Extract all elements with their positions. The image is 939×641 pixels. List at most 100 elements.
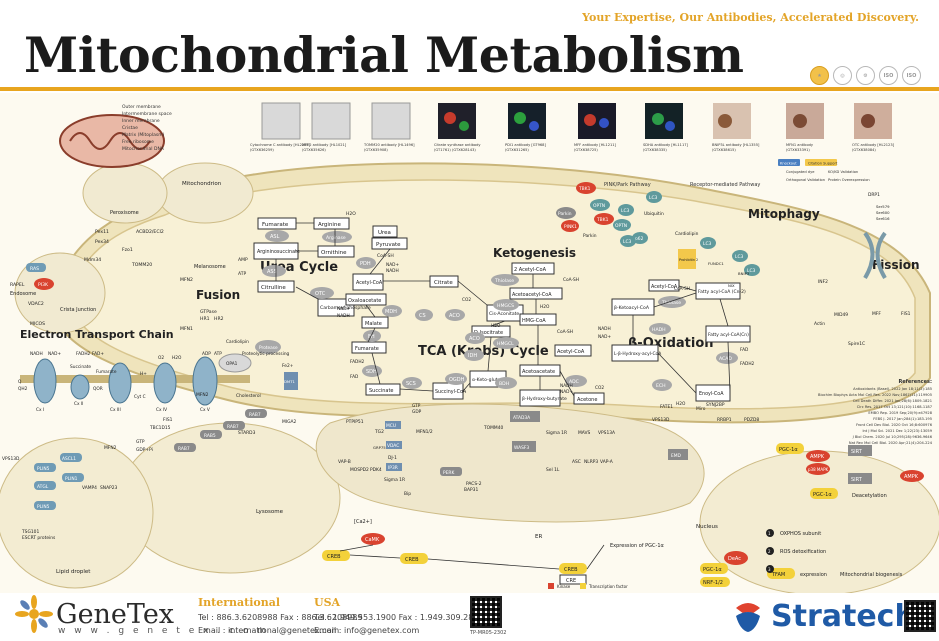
reference-item: Front Cell Dev Biol. 2020 Oct 16;8:60097…: [856, 423, 933, 427]
protein-ras: RAS: [30, 266, 39, 272]
etc-label: H2O: [172, 355, 182, 361]
beta-oxidation: Fatty acyl-CoA (Cn-2) Acetyl-CoA β-Ketoa…: [598, 279, 755, 407]
legend-mitochondrion: Mitochondrion: [182, 181, 222, 187]
reference-item: Biochim Biophys Acta Mol Cell Res. 2022 …: [818, 393, 932, 397]
antibody-thumb: MFF2 antibody [HL1021](GTX635626): [302, 102, 351, 152]
protein-label: MID49: [834, 312, 848, 318]
lysosome-shape: [119, 422, 341, 574]
protein-label: TOMM40: [483, 425, 504, 431]
urea-small: ATP: [238, 271, 246, 277]
complex-i: [33, 358, 57, 404]
protein-label: Cholesterol: [236, 393, 261, 399]
enzyme-scs: SCS: [406, 381, 416, 387]
qr-code: [904, 600, 936, 632]
opa1-protein: [218, 353, 252, 373]
protein-pgc1a: PGC-1α: [703, 567, 722, 573]
protein-label: TG2: [374, 429, 384, 435]
iso-cert-icon: ISO: [879, 66, 898, 85]
protein-label: Ser579: [876, 204, 890, 209]
keto-small: NADH: [560, 383, 573, 389]
keto-node: β-Hydroxy-butyrate: [522, 396, 567, 402]
stratech-logo-text: Stratech: [771, 599, 916, 634]
protein-label: TOMM20: [131, 262, 152, 268]
keto-node: 2 Acetyl-CoA: [514, 267, 547, 273]
tca-small: NAD+: [337, 306, 350, 312]
protein-sirt: SIRT: [851, 449, 863, 455]
cert-icons: ★ ◎ ⚙ ISO ISO: [810, 66, 921, 85]
protein-ip3r: IP3R: [388, 465, 398, 471]
enzyme-hmgcs: HMGCS: [497, 303, 514, 309]
protein-label: HR1: [200, 316, 210, 322]
protein-label: STARD3: [238, 430, 256, 436]
protein-label: PTPIP51: [346, 419, 364, 425]
antibody-cat: (GTX631265): [505, 148, 529, 152]
protein-label: SYNJ2BP: [706, 402, 725, 408]
legend-ribosome: Free ribosome: [122, 139, 154, 145]
etc-label: Proteolytic processing: [242, 351, 290, 357]
reference-item: Nat Rev Mol Cell Biol. 2020 Apr;21(4):20…: [849, 441, 933, 445]
protein-label: BAP31: [464, 487, 478, 493]
outcome-text: ROS detoxification: [780, 549, 826, 555]
etc-label: NAD+: [48, 351, 61, 357]
protein-label: Cardiolipin: [675, 231, 699, 237]
enzyme-ech: ECH: [656, 383, 666, 389]
melanosome-label: Melanosome: [194, 264, 226, 270]
expression-word: expression: [800, 572, 827, 578]
etc-label: Fumarate: [96, 369, 117, 375]
protein-parkin: Parkin: [558, 211, 572, 217]
protein-label: MFF: [872, 311, 881, 317]
lipid-droplet-label: Lipid droplet: [56, 569, 91, 575]
enzyme-aco: ACO: [449, 313, 460, 319]
protein-rab5: RAB5: [204, 433, 216, 439]
etc-label: FADH2: [76, 351, 91, 357]
beta-node: L-β-Hydroxy-acyl-CoA: [614, 351, 661, 357]
urea-node: Citrulline: [261, 285, 286, 291]
tagline: Your Expertise, Our Antibodies, Accelera…: [582, 11, 919, 24]
protein-label: MFN1: [180, 326, 193, 332]
protein-label: GDP+Pi: [136, 447, 153, 453]
protein-label: FIS1: [901, 311, 911, 317]
protein-label: Ubiquitin: [644, 211, 664, 217]
genetex-url[interactable]: w w w . g e n e t e x . c o m: [58, 626, 269, 636]
protein-label: RRBP1: [717, 417, 732, 423]
intl-email[interactable]: Email : international@genetex.com: [198, 626, 340, 635]
protein-rab7: RAB7: [227, 424, 239, 430]
reference-item: Circ Res. 2017 Oct 13;121(10):1168-1187: [857, 405, 932, 409]
legend-matrix: Matrix (Mitoplasm): [122, 132, 165, 138]
badge-kokd: KO/KD Validation: [828, 170, 858, 174]
protein-perk: PERK: [443, 470, 454, 476]
antibody-thumb: MFN1 antibody(GTX633391): [786, 103, 824, 152]
badge-overexpression: Protein Overexpression: [828, 178, 870, 182]
etc-label: ADP: [202, 351, 211, 357]
endosome-shape: [14, 252, 106, 334]
outcome-text: Mitochondrial biogenesis: [840, 572, 903, 578]
protein-label: VPS13D: [652, 417, 670, 423]
antibody-thumb: BNIP3L antibody [HL1355](GTX638615): [712, 103, 760, 152]
enzyme-idh: IDH: [468, 353, 477, 359]
beta-small: FAD: [740, 347, 749, 353]
protein-label: ESCRT proteins: [22, 535, 56, 541]
outcome-number: 2: [768, 549, 771, 554]
enzyme-hadh: HADH: [652, 327, 666, 333]
enzyme-fh: FH: [368, 334, 375, 340]
beta-node: Fatty acyl-CoA (Cn-2): [698, 289, 746, 295]
doc-code: TP-MR05-2302: [470, 630, 507, 636]
outcome-number: 1: [768, 531, 771, 536]
micos-label: MICOS: [30, 321, 45, 327]
enzyme-pdh: PDH: [360, 261, 371, 267]
receptor-label: Receptor-mediated Pathway: [690, 182, 760, 188]
antibody-name: TOMM20 antibody [HL1496]: [363, 143, 415, 147]
legend-mtdna: Mitochondrial DNA: [122, 146, 165, 152]
urea-node: Urea: [378, 230, 391, 236]
legend-inner-membrane: Inner membrane: [122, 118, 160, 124]
protein-label: ASC: [572, 459, 581, 465]
protease-label: Protease: [259, 345, 278, 351]
mitophagy-title: Mitophagy: [748, 207, 820, 221]
badge-legend: Knockout Citation Support Conjugated dye…: [778, 159, 870, 182]
tca-small: NADH: [337, 313, 350, 319]
protease-enzyme: [255, 340, 281, 354]
protein-vdac: VDAC: [387, 443, 399, 449]
protein-atgl: ATGL: [37, 484, 49, 490]
usa-email[interactable]: Email : info@genetex.com: [314, 626, 420, 635]
protein-creb: CREB: [405, 557, 419, 563]
